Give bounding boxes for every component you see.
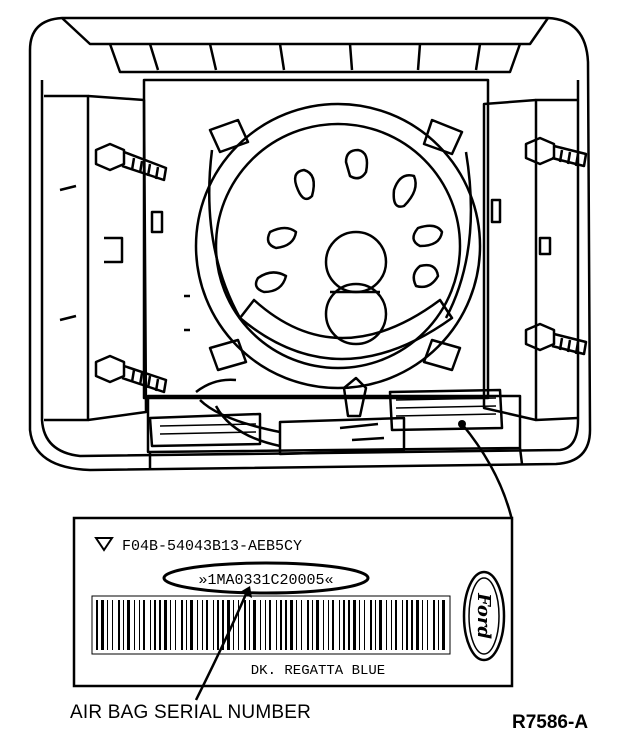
mounting-stud-top-left xyxy=(94,142,168,182)
color-text: DK. REGATTA BLUE xyxy=(251,663,385,679)
mounting-stud-top-right xyxy=(524,136,588,168)
figure-reference: R7586-A xyxy=(512,712,589,733)
right-bracket xyxy=(534,98,579,422)
mounting-stud-bottom-left xyxy=(94,354,168,394)
callout-pointer xyxy=(194,593,248,701)
leader-line xyxy=(461,423,514,521)
serial-highlight-oval xyxy=(162,561,370,595)
warning-triangle-icon xyxy=(94,537,114,552)
housing-inner-rim xyxy=(40,80,580,458)
barcode xyxy=(96,600,445,650)
air-bag-serial-number-label: AIR BAG SERIAL NUMBER xyxy=(70,702,312,723)
inflator-outer-ring xyxy=(194,102,482,390)
mounting-stud-bottom-right xyxy=(524,322,588,356)
module-housing xyxy=(28,16,592,472)
serial-number-text: »1MA0331C20005« xyxy=(198,572,333,589)
left-bracket xyxy=(44,94,90,422)
wire-connector xyxy=(278,416,406,456)
ford-logo-text: Ford xyxy=(473,592,494,639)
ford-logo-icon xyxy=(462,570,506,662)
part-number-text: F04B-54043B13-AEB5CY xyxy=(122,538,302,555)
inflator-inner-ring xyxy=(214,122,462,370)
